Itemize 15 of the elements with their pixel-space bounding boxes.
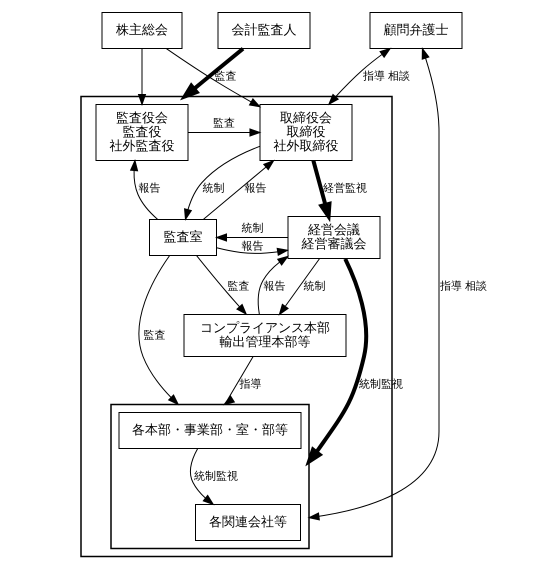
- edge-label: 報告: [240, 239, 263, 252]
- edge-label: 指導 相談: [362, 69, 410, 82]
- edge-label: 統制監視: [194, 469, 238, 482]
- edge-label: 報告: [138, 181, 160, 194]
- edge-label: 指導: [239, 377, 261, 390]
- edge-label: 監査: [227, 279, 249, 292]
- edge-label: 報告: [263, 279, 285, 292]
- edge-label: 統制: [202, 181, 224, 194]
- edge-label: 報告: [244, 181, 266, 194]
- edge-label: 経営監視: [322, 181, 366, 194]
- edge-label: 監査: [143, 328, 165, 342]
- edge-label: 監査: [212, 116, 234, 130]
- edge-label: 統制: [240, 221, 263, 234]
- edge-label: 指導 相談: [439, 279, 487, 292]
- edge-label: 統制: [303, 279, 325, 292]
